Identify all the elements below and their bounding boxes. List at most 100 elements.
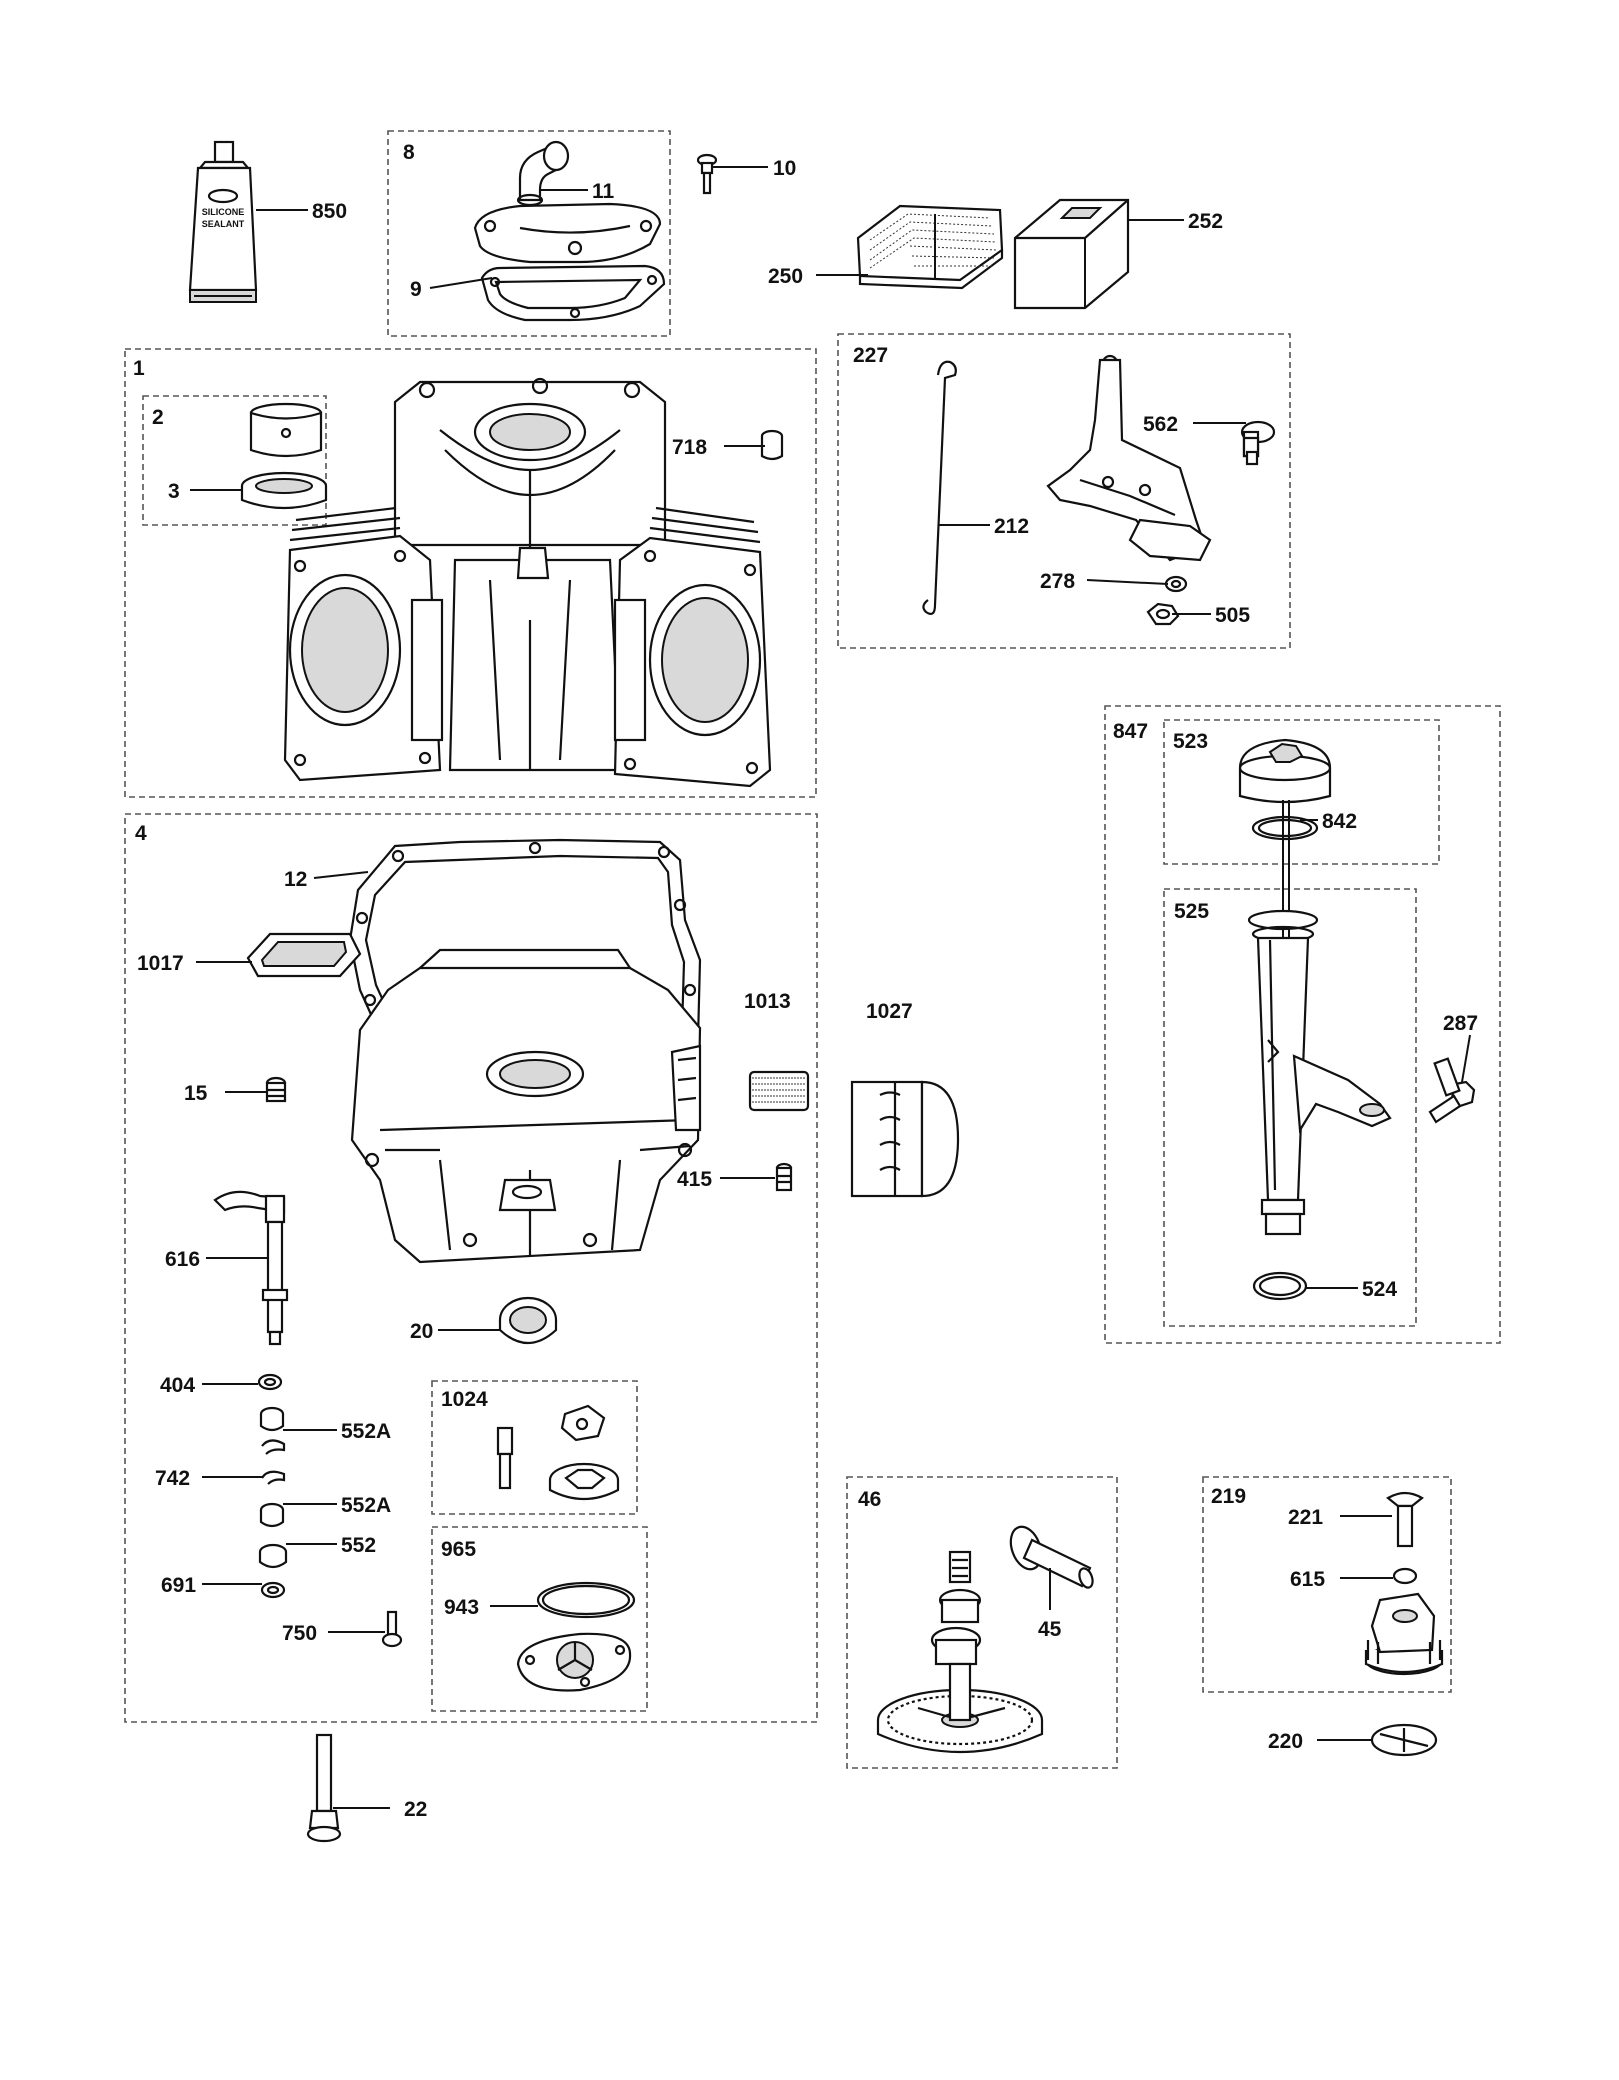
retaining-ring-615 — [1392, 1567, 1418, 1585]
silicone-sealant-tube: SILICONE SEALANT — [188, 140, 258, 303]
callout-842: 842 — [1322, 810, 1357, 833]
oil-seal — [240, 471, 328, 510]
oil-filter — [850, 1080, 960, 1198]
group-label: 1024 — [441, 1388, 488, 1411]
filter-screen — [748, 1070, 810, 1112]
bolt-287 — [1428, 1057, 1476, 1124]
screw-10 — [696, 153, 718, 195]
oil-pump-cover — [516, 1632, 632, 1692]
group-label: 525 — [1174, 900, 1209, 923]
e-ring-742b — [261, 1470, 286, 1485]
group-box-46 — [846, 1476, 1118, 1769]
callout-10: 10 — [773, 157, 796, 180]
sealant-label: SEALANT — [202, 219, 245, 229]
callout-221: 221 — [1288, 1506, 1323, 1529]
callout-505: 505 — [1215, 604, 1250, 627]
callout-45: 45 — [1038, 1618, 1062, 1641]
callout-718: 718 — [672, 436, 707, 459]
group-boxes: 8 1 2 227 847 523 525 4 1024 965 46 219 — [124, 130, 1501, 1769]
callout-12: 12 — [284, 868, 307, 891]
callout-250: 250 — [768, 265, 803, 288]
callout-22: 22 — [404, 1798, 427, 1821]
callout-1017: 1017 — [137, 952, 184, 975]
plug-415 — [775, 1162, 793, 1192]
governor-link — [922, 360, 957, 615]
group-box-523 — [1163, 719, 1440, 865]
governor-gear — [1364, 1592, 1444, 1676]
callout-1013: 1013 — [744, 990, 791, 1013]
callout-615: 615 — [1290, 1568, 1325, 1591]
breather-tube — [516, 140, 570, 207]
callout-850: 850 — [312, 200, 347, 223]
group-box-965 — [431, 1526, 648, 1712]
dipstick-o-ring — [1251, 815, 1319, 841]
plug-15 — [265, 1076, 287, 1103]
oil-pump-rotor-outer — [548, 1462, 620, 1500]
callout-15: 15 — [184, 1082, 208, 1105]
leader-lines — [190, 166, 1471, 1809]
group-label: 847 — [1113, 720, 1148, 743]
callout-415: 415 — [677, 1168, 712, 1191]
air-filter-element — [856, 204, 1004, 290]
sealant-label: SILICONE — [202, 207, 245, 217]
group-box-2 — [142, 395, 327, 526]
callout-9: 9 — [410, 278, 422, 301]
callout-552a: 552A — [341, 1420, 391, 1443]
bushing — [249, 402, 323, 458]
group-box-4 — [124, 813, 818, 1723]
governor-control-bracket — [1046, 354, 1212, 562]
callout-3: 3 — [168, 480, 180, 503]
group-box-227 — [837, 333, 1291, 649]
governor-pin — [1386, 1491, 1424, 1548]
callout-212: 212 — [994, 515, 1029, 538]
callout-616: 616 — [165, 1248, 200, 1271]
group-label: 523 — [1173, 730, 1208, 753]
oil-pump-shaft — [496, 1426, 514, 1490]
callout-943: 943 — [444, 1596, 479, 1619]
governor-shaft — [213, 1190, 289, 1346]
callout-20: 20 — [410, 1320, 433, 1343]
thrust-washer-220 — [1370, 1723, 1438, 1757]
bolt-562 — [1240, 420, 1276, 466]
e-ring-742a — [261, 1439, 286, 1455]
washer-278 — [1164, 575, 1188, 593]
callout-220: 220 — [1268, 1730, 1303, 1753]
group-label: 8 — [403, 141, 415, 164]
group-box-1 — [124, 348, 817, 798]
engine-cylinder-block — [283, 377, 772, 788]
oil-pump-gasket — [536, 1581, 636, 1619]
callout-524: 524 — [1362, 1278, 1397, 1301]
group-box-1024 — [431, 1380, 638, 1515]
callout-11: 11 — [592, 180, 615, 203]
callout-labels: 850 11 9 10 252 250 3 718 562 212 278 50… — [137, 157, 1478, 1821]
callout-742: 742 — [155, 1467, 190, 1490]
foam-precleaner-block — [1013, 198, 1130, 310]
dowel-pin — [760, 429, 784, 461]
callout-287: 287 — [1443, 1012, 1478, 1035]
screw-750 — [381, 1610, 403, 1648]
group-label: 1 — [133, 357, 145, 380]
callout-552: 552 — [341, 1534, 376, 1557]
oil-pump-rotor-inner — [560, 1404, 606, 1442]
group-label: 4 — [135, 822, 147, 845]
nut-505 — [1146, 602, 1180, 626]
callout-750: 750 — [282, 1622, 317, 1645]
group-label: 219 — [1211, 1485, 1246, 1508]
group-label: 2 — [152, 406, 164, 429]
callout-552a-lower: 552A — [341, 1494, 391, 1517]
tube-o-ring — [1252, 1271, 1308, 1301]
dipstick-tube — [1247, 909, 1392, 1236]
group-box-847 — [1104, 705, 1501, 1344]
callout-404: 404 — [160, 1374, 195, 1397]
sleeve-552 — [258, 1543, 288, 1569]
group-box-8 — [387, 130, 671, 337]
breather-gasket — [480, 264, 666, 322]
washer-404 — [257, 1373, 283, 1391]
cover-plate — [246, 932, 362, 978]
crankshaft-seal — [498, 1296, 558, 1344]
sleeve-552a-lower — [259, 1502, 285, 1528]
callout-691: 691 — [161, 1574, 196, 1597]
group-label: 227 — [853, 344, 888, 367]
bolt-22 — [306, 1733, 342, 1843]
